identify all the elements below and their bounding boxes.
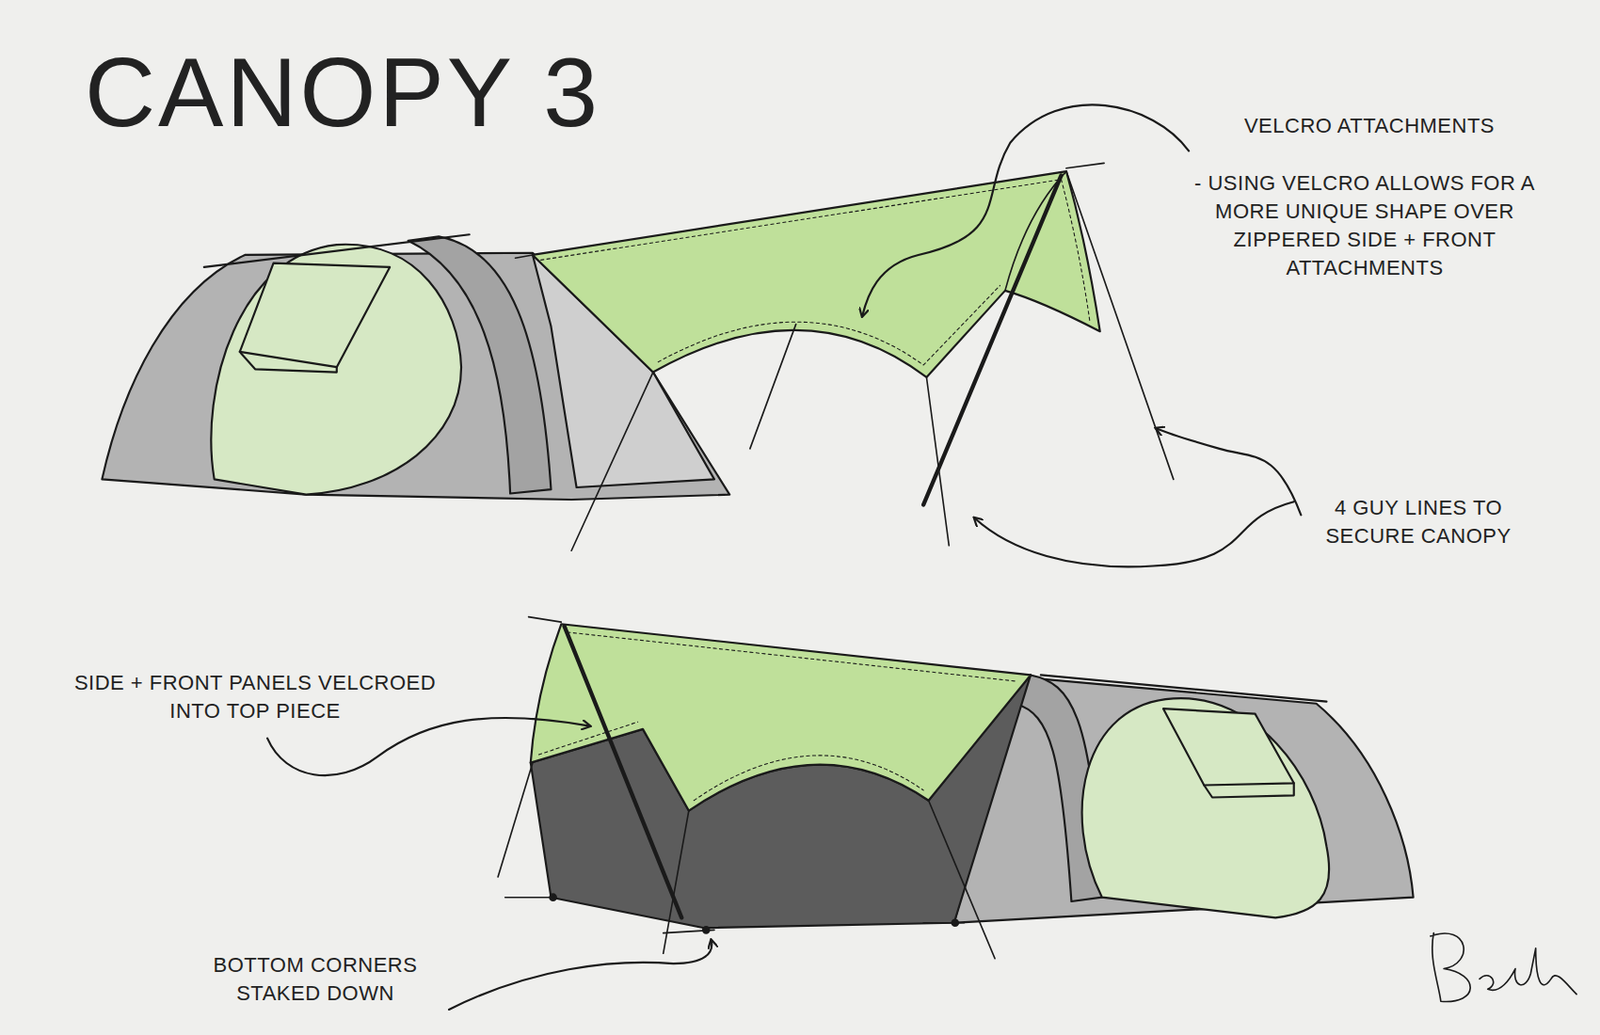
callout-heading: VELCRO ATTACHMENTS xyxy=(1181,112,1558,141)
callout-note: BOTTOM CORNERS STAKED DOWN xyxy=(183,951,448,1008)
page-title: CANOPY 3 xyxy=(84,43,601,142)
callout-note: SIDE + FRONT PANELS VELCROED INTO TOP PI… xyxy=(66,669,444,726)
callout-note: - USING VELCRO ALLOWS FOR A MORE UNIQUE … xyxy=(1181,169,1549,283)
callout-note: 4 GUY LINES TO SECURE CANOPY xyxy=(1296,494,1541,551)
